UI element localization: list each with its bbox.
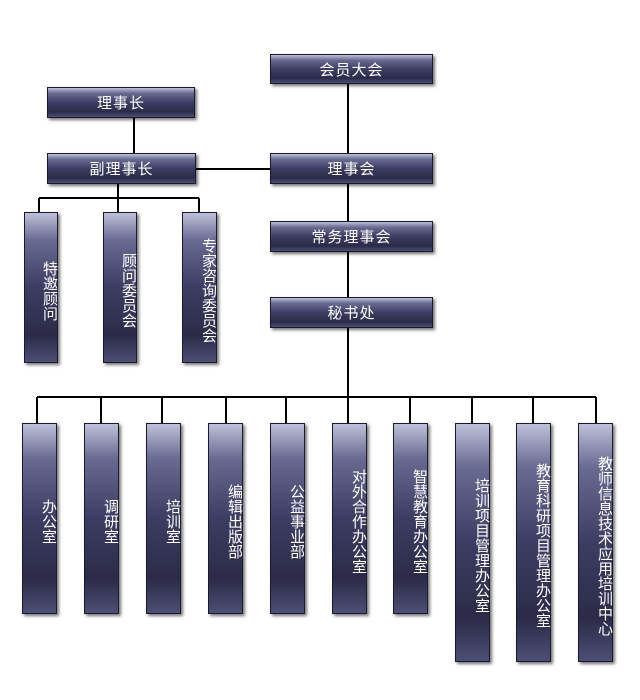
node-advisory-2: 顾问委员会 — [103, 212, 138, 363]
node-label: 调研室 — [102, 499, 120, 544]
node-general-assembly: 会员大会 — [270, 54, 433, 84]
node-label: 智慧教育办公室 — [411, 469, 429, 574]
node-label: 对外合作办公室 — [350, 469, 368, 574]
node-dept-2: 调研室 — [84, 423, 120, 614]
node-label: 专家咨询委员会 — [200, 238, 218, 343]
node-secretariat: 秘书处 — [270, 297, 433, 328]
node-label: 公益事业部 — [288, 484, 306, 559]
node-label: 教育科研项目管理办公室 — [534, 463, 552, 628]
node-label: 会员大会 — [319, 60, 384, 79]
node-label: 常务理事会 — [311, 228, 392, 246]
node-dept-4: 编辑出版部 — [208, 423, 244, 614]
node-dept-10: 教师信息技术应用培训中心 — [578, 423, 614, 662]
node-label: 教师信息技术应用培训中心 — [596, 455, 614, 636]
node-dept-7: 智慧教育办公室 — [393, 423, 429, 614]
node-dept-9: 教育科研项目管理办公室 — [516, 423, 552, 662]
node-label: 特邀顾问 — [41, 260, 59, 321]
node-label: 秘书处 — [327, 304, 376, 322]
node-dept-8: 培训项目管理办公室 — [455, 423, 491, 662]
node-label: 培训项目管理办公室 — [473, 478, 491, 613]
node-label: 理事会 — [327, 160, 376, 178]
node-label: 副理事长 — [89, 160, 154, 178]
node-advisory-1: 特邀顾问 — [24, 212, 59, 363]
node-label: 理事长 — [96, 94, 145, 112]
node-label: 编辑出版部 — [226, 484, 244, 559]
node-dept-1: 办公室 — [22, 423, 58, 614]
node-standing-council: 常务理事会 — [270, 221, 433, 252]
node-dept-6: 对外合作办公室 — [332, 423, 368, 614]
node-dept-5: 公益事业部 — [270, 423, 306, 614]
node-chairman: 理事长 — [47, 87, 195, 118]
node-vice-chairman: 副理事长 — [47, 153, 196, 184]
node-advisory-3: 专家咨询委员会 — [182, 212, 218, 363]
node-council: 理事会 — [270, 153, 433, 184]
node-dept-3: 培训室 — [146, 423, 182, 614]
node-label: 办公室 — [40, 499, 58, 544]
node-label: 培训室 — [164, 499, 182, 544]
node-label: 顾问委员会 — [120, 253, 138, 328]
